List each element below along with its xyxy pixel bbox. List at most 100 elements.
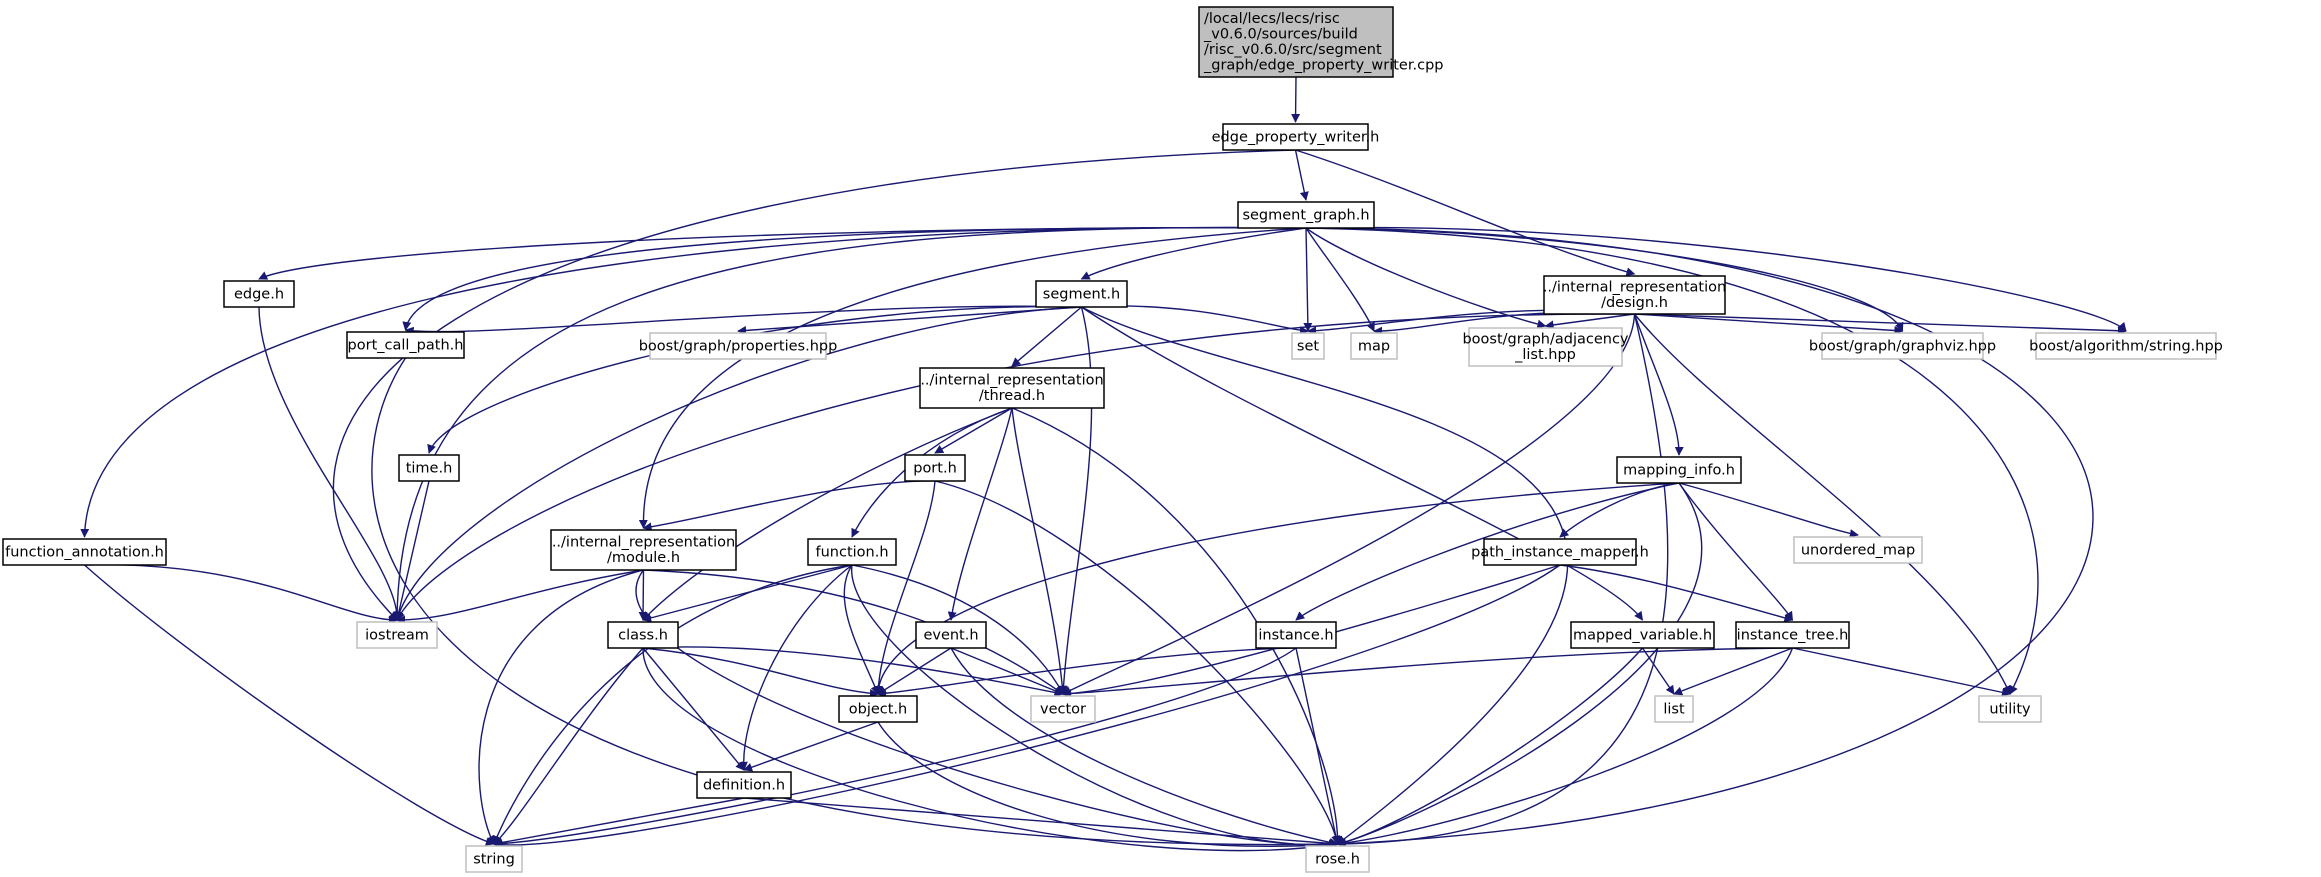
node-port[interactable]: port.h (904, 454, 966, 482)
node-set[interactable]: set (1291, 332, 1325, 360)
node-itree[interactable]: instance_tree.h (1735, 621, 1850, 649)
edge-event-to-vector (950, 647, 1064, 696)
node-rose[interactable]: rose.h (1305, 845, 1370, 873)
node-label: object.h (849, 701, 907, 717)
node-event[interactable]: event.h (915, 621, 987, 649)
node-label: edge.h (234, 286, 284, 302)
edge-mvar-to-rose (1336, 647, 1644, 847)
edge-sg-to-set (1303, 227, 1313, 332)
node-fann[interactable]: function_annotation.h (2, 538, 167, 566)
node-label: /module.h (607, 550, 680, 566)
edge-itree-to-rose (1336, 647, 1794, 848)
edge-epw-to-iostream (332, 149, 1296, 621)
edge-module-to-rose (635, 569, 1339, 850)
node-epw[interactable]: edge_property_writer.h (1212, 123, 1380, 151)
edge-segment-to-mvar (1081, 306, 1644, 621)
node-sg[interactable]: segment_graph.h (1237, 201, 1375, 229)
edge-sg-to-map (1305, 227, 1375, 332)
node-box (223, 280, 295, 308)
edge-class-to-vector (642, 646, 1064, 697)
edge-epw-to-sg (1294, 149, 1309, 201)
node-mapinfo[interactable]: mapping_info.h (1616, 456, 1742, 484)
edge-function-to-definition (738, 564, 853, 771)
node-box (2035, 332, 2217, 360)
node-label: function_annotation.h (5, 544, 164, 560)
node-time[interactable]: time.h (398, 454, 460, 482)
node-module[interactable]: ../internal_representation/module.h (550, 529, 737, 571)
node-thread[interactable]: ../internal_representation/thread.h (919, 367, 1105, 409)
node-pim[interactable]: path_instance_mapper.h (1471, 538, 1649, 566)
node-function[interactable]: function.h (807, 538, 897, 566)
node-balg[interactable]: boost/algorithm/string.hpp (2029, 332, 2223, 360)
node-label: map (1358, 338, 1390, 354)
node-mvar[interactable]: mapped_variable.h (1570, 621, 1715, 649)
node-box (915, 621, 987, 649)
edge-segment-to-set (1081, 305, 1309, 336)
node-design[interactable]: ../internal_representation/design.h (1543, 275, 1726, 315)
node-label: event.h (923, 627, 978, 643)
node-box (1616, 456, 1742, 484)
node-box (1483, 538, 1637, 566)
node-label: boost/algorithm/string.hpp (2029, 338, 2223, 354)
edge-thread-to-port (934, 407, 1013, 454)
edge-design-to-vector (1062, 313, 1636, 695)
node-map[interactable]: map (1350, 332, 1398, 360)
edge-sg-to-segment (1080, 227, 1307, 280)
edge-mapinfo-to-pim (1559, 482, 1680, 538)
edge-mapinfo-to-instance (1295, 482, 1680, 621)
node-iostream[interactable]: iostream (356, 621, 438, 649)
edge-object-to-definition (743, 721, 879, 772)
edge-segment-to-rose (1081, 306, 1569, 845)
node-utility[interactable]: utility (1978, 695, 2042, 723)
edge-port-to-object (873, 480, 936, 695)
node-box (919, 367, 1105, 409)
edge-edge-to-iostream (258, 306, 402, 621)
node-class[interactable]: class.h (607, 621, 679, 649)
node-edge[interactable]: edge.h (223, 280, 295, 308)
edge-design-to-utility (1633, 313, 2011, 695)
edge-definition-to-rose (743, 797, 1339, 848)
node-box (807, 538, 897, 566)
node-list[interactable]: list (1654, 695, 1694, 723)
node-label: edge_property_writer.h (1212, 129, 1380, 145)
edge-sg-to-edge (258, 227, 1307, 280)
edge-itree-to-utility (1792, 647, 2011, 697)
node-bgv[interactable]: boost/graph/graphviz.hpp (1809, 332, 1996, 360)
edge-itree-to-list (1673, 647, 1793, 696)
node-box (1735, 621, 1850, 649)
node-label: /risc_v0.6.0/src/segment (1204, 42, 1382, 58)
node-root[interactable]: /local/lecs/lecs/risc_v0.6.0/sources/bui… (1198, 6, 1443, 78)
edge-class-to-definition (642, 647, 745, 771)
node-uomap[interactable]: unordered_map (1793, 536, 1923, 564)
node-badj[interactable]: boost/graph/adjacency_list.hpp (1462, 327, 1629, 367)
edge-segment-to-iostream (394, 306, 1082, 621)
node-vector[interactable]: vector (1030, 695, 1096, 723)
edge-instance-to-rose (1295, 647, 1341, 845)
node-box (1222, 123, 1369, 151)
node-label: port.h (913, 460, 957, 476)
node-box (1468, 327, 1623, 367)
edge-mapinfo-to-itree (1678, 482, 1794, 621)
node-instance[interactable]: instance.h (1255, 621, 1337, 649)
edge-pim-to-itree (1559, 564, 1794, 623)
node-label: vector (1040, 701, 1086, 717)
node-object[interactable]: object.h (838, 695, 918, 723)
node-label: unordered_map (1801, 542, 1915, 558)
edge-event-to-object (877, 647, 952, 695)
node-box (1570, 621, 1715, 649)
node-label: boost/graph/properties.hpp (639, 338, 838, 354)
edge-port-to-module (642, 480, 936, 532)
node-segment[interactable]: segment.h (1035, 280, 1128, 308)
edge-definition-to-string (493, 797, 745, 847)
edge-sg-to-balg (1305, 226, 2127, 332)
node-string[interactable]: string (465, 845, 523, 873)
node-box (1350, 332, 1398, 360)
node-label: segment.h (1043, 286, 1120, 302)
node-definition[interactable]: definition.h (696, 771, 792, 799)
node-box (465, 845, 523, 873)
node-pcp[interactable]: port_call_path.h (346, 331, 465, 359)
edge-function-to-string (492, 564, 853, 845)
node-bprop[interactable]: boost/graph/properties.hpp (639, 332, 838, 360)
edge-instance-to-object (877, 647, 1297, 698)
